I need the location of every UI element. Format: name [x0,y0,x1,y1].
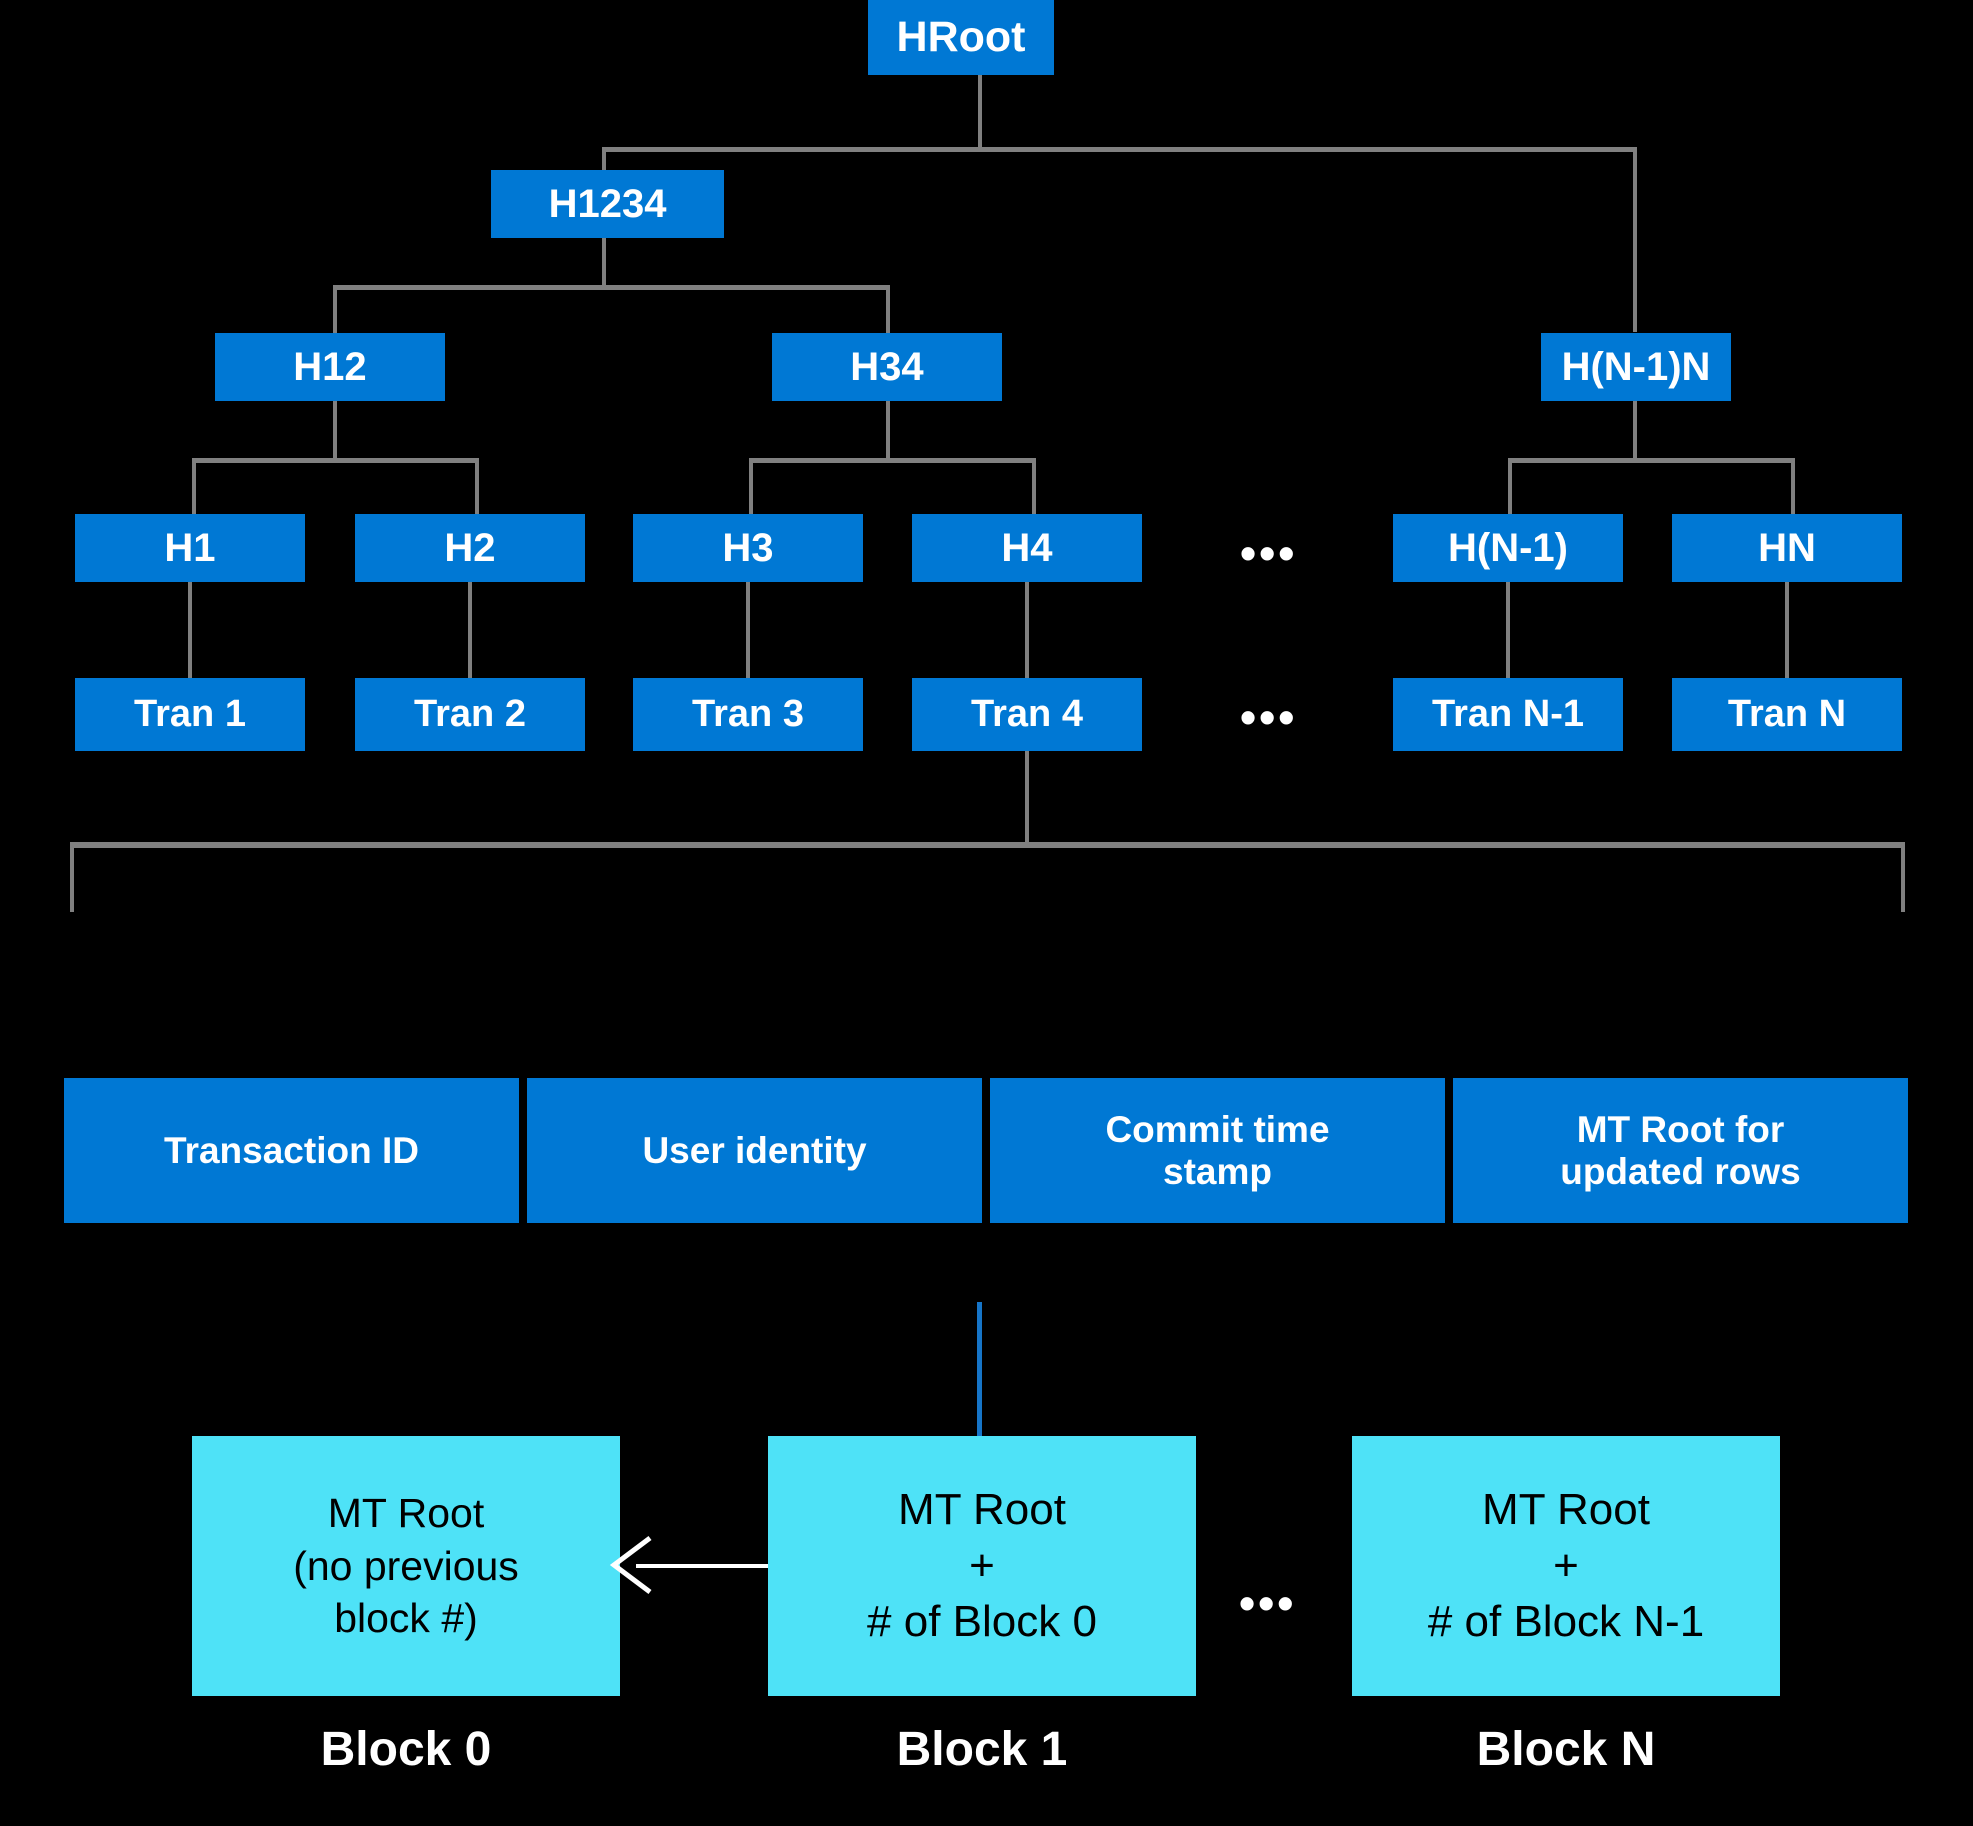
merkle-node-h1-label: H1 [164,525,216,570]
merkle-node-hn-1n-label: H(N-1)N [1561,344,1711,389]
connector-h34-to-h4 [1032,458,1036,516]
blockchain-block-0[interactable]: MT Root (no previous block #) [192,1436,620,1696]
connector-h12-to-h2 [475,458,479,516]
merkle-tran-3[interactable]: Tran 3 [633,678,863,751]
blockchain-block-0-content: MT Root (no previous block #) [293,1490,519,1642]
blockchain-block-n[interactable]: MT Root + # of Block N-1 [1352,1436,1780,1696]
merkle-tran-row-ellipsis: ••• [1240,691,1298,743]
transaction-field-commit-time-stamp-label: Commit time stamp [1105,1109,1330,1192]
blockchain-block-n-content: MT Root + # of Block N-1 [1427,1484,1705,1647]
connector-hn-1n-to-hn [1791,458,1795,516]
connector-hn-1n-to-hn-1 [1508,458,1512,516]
connector-hroot-bus [602,147,1637,152]
transaction-field-mt-root[interactable]: MT Root for updated rows [1453,1078,1908,1223]
merkle-node-hn-1-label: H(N-1) [1448,525,1568,570]
merkle-node-h2[interactable]: H2 [355,514,585,582]
merkle-node-hroot[interactable]: HRoot [868,0,1054,75]
expansion-bracket-left [70,842,74,912]
merkle-node-h3-label: H3 [722,525,774,570]
connector-hroot-to-h1234 [602,147,606,171]
blockchain-block-1-content: MT Root + # of Block 0 [867,1484,1097,1647]
merkle-node-hn-1[interactable]: H(N-1) [1393,514,1623,582]
blockchain-block-1-label: Block 1 [896,1723,1068,1776]
merkle-node-h1234-label: H1234 [548,181,667,226]
connector-hn-1n-bus [1508,458,1795,463]
connector-h34-bus [749,458,1036,463]
connector-hroot-to-hn-1n [1633,147,1637,332]
merkle-tran-n-1[interactable]: Tran N-1 [1393,678,1623,751]
connector-hn-1-to-trann-1 [1506,582,1510,680]
merkle-node-hn-label: HN [1758,525,1816,570]
merkle-tran-n[interactable]: Tran N [1672,678,1902,751]
connector-h4-to-tran4 [1025,582,1029,680]
connector-h12-bus [192,458,479,463]
connector-h1234-to-h12 [333,285,337,335]
merkle-node-hn-1n[interactable]: H(N-1)N [1541,333,1731,401]
merkle-node-h12[interactable]: H12 [215,333,445,401]
transaction-field-transaction-id-label: Transaction ID [164,1129,419,1171]
merkle-node-h34[interactable]: H34 [772,333,1002,401]
merkle-tran-4-label: Tran 4 [971,693,1083,736]
expansion-bracket-right [1901,842,1905,912]
merkle-node-h3[interactable]: H3 [633,514,863,582]
blockchain-block-n-label: Block N [1476,1723,1656,1776]
transaction-field-user-identity-label: User identity [642,1129,867,1171]
merkle-node-h4-label: H4 [1001,525,1053,570]
blockchain-arrow-shaft [636,1564,768,1568]
merkle-node-h1[interactable]: H1 [75,514,305,582]
connector-h12-stem [333,401,337,461]
connector-h12-to-h1 [192,458,196,516]
merkle-node-h2-label: H2 [444,525,496,570]
connector-h3-to-tran3 [746,582,750,680]
blockchain-block-1[interactable]: MT Root + # of Block 0 [768,1436,1196,1696]
connector-h34-stem [886,401,890,461]
merkle-tran-4[interactable]: Tran 4 [912,678,1142,751]
merkle-node-h34-label: H34 [850,344,924,389]
merkle-tran-n-label: Tran N [1727,693,1847,736]
connector-h1234-to-h34 [886,285,890,335]
merkle-node-hroot-label: HRoot [896,13,1026,62]
connector-tran4-to-bracket [1025,751,1029,846]
merkle-tran-n-1-label: Tran N-1 [1431,693,1585,736]
connector-h2-to-tran2 [468,582,472,680]
merkle-node-h1234[interactable]: H1234 [491,170,724,238]
merkle-hash-row-ellipsis: ••• [1240,527,1298,579]
connector-hn-to-trann [1785,582,1789,680]
connector-hroot-stem [978,75,982,150]
connector-h1234-stem [602,238,606,288]
transaction-field-mt-root-label: MT Root for updated rows [1560,1109,1801,1192]
merkle-tran-3-label: Tran 3 [692,693,804,736]
merkle-tran-2-label: Tran 2 [414,693,526,736]
transaction-field-commit-time-stamp[interactable]: Commit time stamp [990,1078,1445,1223]
expansion-bracket-top [70,842,1905,848]
transaction-field-transaction-id[interactable]: Transaction ID [64,1078,519,1223]
connector-h1234-bus [333,285,890,290]
merkle-node-h12-label: H12 [293,344,367,389]
merkle-tran-1[interactable]: Tran 1 [75,678,305,751]
transaction-field-user-identity[interactable]: User identity [527,1078,982,1223]
blockchain-ellipsis: ••• [1239,1577,1297,1629]
merkle-tran-1-label: Tran 1 [134,693,246,736]
connector-hn-1n-stem [1633,401,1637,461]
merkle-node-h4[interactable]: H4 [912,514,1142,582]
merkle-tran-2[interactable]: Tran 2 [355,678,585,751]
connector-h34-to-h3 [749,458,753,516]
merkle-node-hn[interactable]: HN [1672,514,1902,582]
connector-h1-to-tran1 [188,582,192,680]
blockchain-block-0-label: Block 0 [320,1723,492,1776]
connector-mt-root-to-block1 [977,1302,982,1436]
